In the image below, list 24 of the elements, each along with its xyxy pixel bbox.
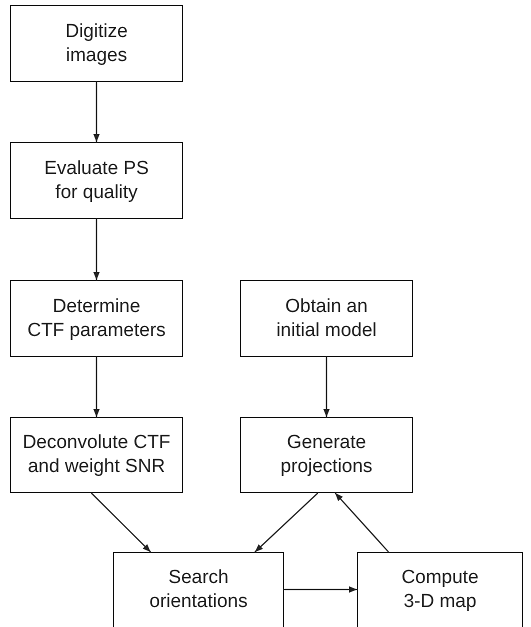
process-box (113, 552, 284, 627)
step-label: Evaluate PS for quality (44, 156, 149, 204)
process-box (10, 142, 183, 219)
arrow (93, 357, 100, 417)
arrow (334, 492, 390, 552)
step-label: Search orientations (149, 566, 248, 614)
process-box (10, 280, 183, 357)
process-box (10, 417, 183, 493)
arrow (254, 492, 318, 552)
arrow (284, 586, 357, 593)
process-box (10, 5, 183, 82)
step-label: Obtain an initial model (276, 294, 377, 342)
step-label: Digitize images (65, 20, 128, 68)
process-box (240, 417, 413, 493)
process-box (240, 280, 413, 357)
step-label: Determine CTF parameters (27, 294, 166, 342)
step-label: Generate projections (280, 431, 372, 479)
step-label: Compute 3-D map (401, 566, 479, 614)
arrow (93, 82, 100, 142)
arrow (90, 492, 152, 552)
process-box (357, 552, 523, 627)
arrow (323, 357, 330, 417)
step-label: Deconvolute CTF and weight SNR (22, 431, 170, 479)
arrow (93, 219, 100, 280)
